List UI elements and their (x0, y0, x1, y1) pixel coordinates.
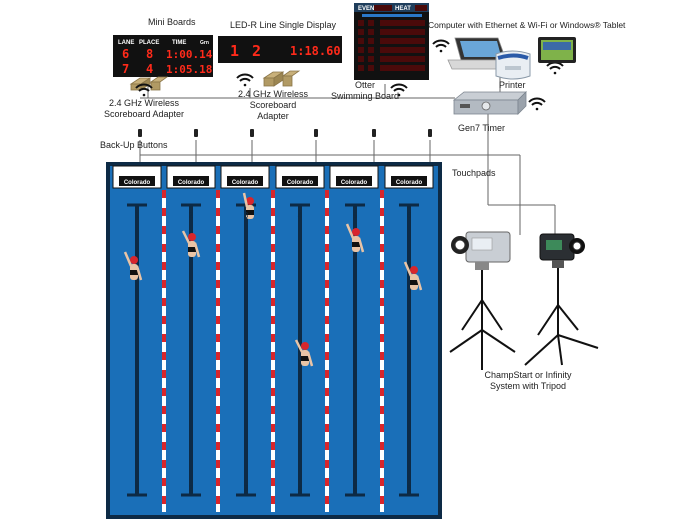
wifi-icon (432, 39, 450, 53)
gen7-timer-label: Gen7 Timer (458, 123, 506, 133)
lane-number-bottom-3: 3 (244, 484, 249, 493)
wifi-icon (135, 83, 153, 97)
touchpad-brand-1: Colorado (124, 180, 151, 186)
wifi-icons (135, 39, 564, 111)
backup-button-icon (194, 129, 198, 137)
champstart-tripod (449, 265, 516, 370)
swimmers (123, 192, 423, 367)
otter-board: EVENT HEAT (354, 3, 429, 80)
wifi-icon (236, 73, 254, 87)
mini-board-place-2: 4 (146, 62, 153, 76)
champstart-unit-icon (451, 231, 511, 270)
wifi-icon (528, 97, 546, 111)
swimmer-icon (123, 251, 143, 281)
mini-board-header-time: TIME (172, 40, 186, 46)
lane-number-top-5: 5 (353, 211, 358, 220)
lane-line-ends (127, 203, 419, 497)
lane-number-top-6: 6 (407, 211, 412, 220)
led-display-place: 2 (252, 42, 261, 60)
computer-label: Computer with Ethernet & Wi-Fi or Window… (428, 20, 626, 30)
led-display-frame (218, 36, 342, 63)
mini-board-header-place: PLACE (139, 40, 159, 46)
swimmer-icon (242, 192, 254, 219)
lane-number-top-1: 1 (135, 211, 140, 220)
mini-boards-label: Mini Boards (148, 17, 196, 27)
touchpad-brand-6: Colorado (396, 180, 423, 186)
adapter-2-label: 2.4 GHz Wireless Scoreboard Adapter (237, 89, 308, 121)
wifi-icon (546, 61, 564, 75)
swimmer-icon (345, 223, 365, 253)
printer-label: Printer (499, 80, 526, 90)
tablet-icon (538, 37, 576, 63)
network-cables (139, 62, 556, 235)
backup-button-icon (428, 129, 432, 137)
infinity-tripod (524, 265, 599, 366)
backup-button-icon (138, 129, 142, 137)
mini-board-lane-1: 6 (122, 47, 129, 61)
touchpad-brand-4: Colorado (287, 180, 314, 186)
lane-number-bottom-4: 4 (298, 484, 303, 493)
otter-heat-label: HEAT (395, 6, 411, 12)
lane-ropes (162, 190, 384, 512)
lane-number-bottom-5: 5 (353, 484, 358, 493)
backup-button-icon (314, 129, 318, 137)
swimmer-icon (181, 230, 201, 258)
lane-number-bottom-6: 6 (407, 484, 412, 493)
led-display-lane: 1 (230, 42, 239, 60)
led-display-label: LED-R Line Single Display (230, 20, 337, 30)
mini-board-lane-2: 7 (122, 62, 129, 76)
infinity-unit-icon (539, 233, 585, 268)
touchpads-label: Touchpads (452, 168, 496, 178)
mini-board-time-1: 1:00.14 (166, 48, 213, 61)
lane-number-top-3: 3 (244, 211, 249, 220)
mini-board-header-grn: Grn (200, 40, 209, 46)
gen7-timer-icon (452, 91, 527, 115)
swimming-pool (106, 162, 442, 519)
backup-button-icon (250, 129, 254, 137)
mini-board-time-2: 1:05.18 (166, 63, 212, 76)
printer-icon (495, 50, 531, 80)
touchpad-brand-3: Colorado (232, 180, 259, 186)
champstart-label: ChampStart or Infinity System with Tripo… (484, 370, 572, 391)
otter-event-label: EVENT (358, 6, 378, 12)
lane-number-top-4: 4 (298, 211, 303, 220)
swimmer-icon (403, 261, 423, 291)
mini-board-place-1: 8 (146, 47, 153, 61)
adapter-1-label: 2.4 GHz Wireless Scoreboard Adapter (103, 98, 185, 119)
touchpad-brand-2: Colorado (178, 180, 205, 186)
lane-number-top-2: 2 (189, 211, 194, 220)
swimmer-icon (294, 339, 314, 367)
backup-buttons (138, 129, 432, 137)
backup-buttons-label: Back-Up Buttons (100, 140, 168, 150)
touchpad-brand-5: Colorado (341, 180, 368, 186)
lane-number-bottom-2: 2 (189, 484, 194, 493)
mini-board-frame (113, 35, 213, 77)
mini-board-header-lane: LANE (118, 40, 134, 46)
mini-boards: LANE PLACE TIME Grn 6 8 1:00.14 7 4 1:05… (113, 35, 213, 77)
lane-number-bottom-1: 1 (135, 484, 140, 493)
otter-label: Otter Swimming Board (330, 80, 400, 101)
backup-button-icon (372, 129, 376, 137)
wifi-icon (390, 83, 408, 97)
wireless-adapter-2 (262, 70, 301, 87)
led-display-time: 1:18.60 (290, 44, 341, 58)
led-display: 1 2 1:18.60 (218, 36, 342, 63)
